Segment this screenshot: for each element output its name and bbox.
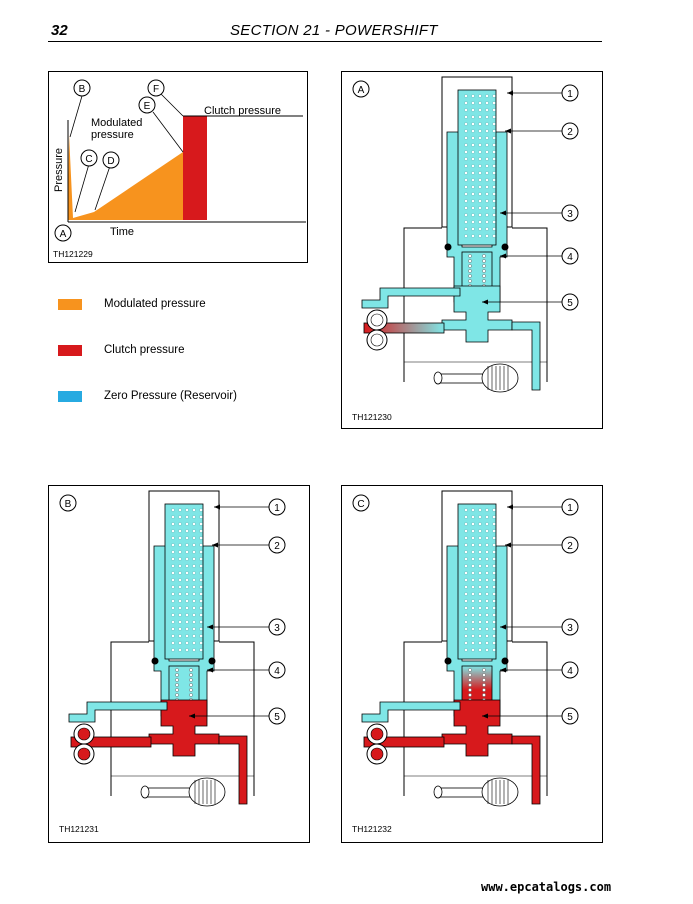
legend-swatch: [58, 298, 82, 310]
modulated-area: [68, 134, 183, 220]
callout-4: 4: [500, 247, 579, 265]
figure-id: TH121231: [59, 824, 99, 834]
svg-text:2: 2: [567, 127, 573, 138]
diagram-letter: A: [352, 80, 370, 98]
pressure-chart-panel: B C D E F A Modulated pressure Clutch pr…: [48, 71, 308, 263]
callout-2: 2: [505, 122, 579, 140]
callout-5: 5: [189, 707, 286, 725]
clutch-bar: [183, 116, 207, 220]
legend-item-reservoir: Zero Pressure (Reservoir): [58, 388, 237, 404]
y-axis-label: Pressure: [53, 148, 65, 192]
svg-text:5: 5: [567, 298, 573, 309]
modulated-label-line2: pressure: [91, 129, 134, 141]
callout-3: 3: [500, 618, 579, 636]
point-D: D: [102, 151, 120, 169]
svg-text:4: 4: [274, 666, 280, 677]
svg-text:C: C: [85, 154, 92, 165]
callout-3: 3: [207, 618, 286, 636]
svg-text:4: 4: [567, 252, 573, 263]
callout-1: 1: [507, 84, 579, 102]
callout-5: 5: [482, 707, 579, 725]
svg-text:1: 1: [567, 503, 573, 514]
diagram-letter: C: [352, 494, 370, 512]
legend-label: Modulated pressure: [104, 298, 206, 310]
section-title: SECTION 21 - POWERSHIFT: [230, 22, 438, 39]
legend-swatch: [58, 390, 82, 402]
point-F: F: [147, 79, 165, 97]
clutch-pressure-label: Clutch pressure: [204, 105, 281, 117]
svg-text:3: 3: [567, 623, 573, 634]
diagram-letter: B: [59, 494, 77, 512]
point-A: A: [54, 224, 72, 242]
callout-2: 2: [505, 536, 579, 554]
svg-text:5: 5: [567, 712, 573, 723]
callout-4: 4: [500, 661, 579, 679]
callout-1: 1: [214, 498, 286, 516]
svg-text:2: 2: [567, 541, 573, 552]
point-C: C: [80, 149, 98, 167]
modulated-label-line1: Modulated: [91, 117, 142, 129]
svg-text:1: 1: [274, 503, 280, 514]
svg-text:B: B: [79, 84, 86, 95]
svg-text:B: B: [65, 499, 72, 510]
legend-label: Zero Pressure (Reservoir): [104, 390, 237, 402]
svg-text:E: E: [144, 101, 151, 112]
x-axis-label: Time: [110, 226, 134, 238]
callout-3: 3: [500, 204, 579, 222]
svg-text:F: F: [153, 84, 159, 95]
svg-text:5: 5: [274, 712, 280, 723]
svg-text:A: A: [60, 229, 67, 240]
svg-text:2: 2: [274, 541, 280, 552]
callout-5: 5: [482, 293, 579, 311]
point-B: B: [73, 79, 91, 97]
figure-id: TH121229: [53, 249, 93, 259]
callout-2: 2: [212, 536, 286, 554]
page-number: 32: [51, 22, 68, 39]
svg-text:3: 3: [274, 623, 280, 634]
header-rule: [48, 41, 602, 42]
figure-id: TH121232: [352, 824, 392, 834]
svg-text:C: C: [357, 499, 364, 510]
svg-text:D: D: [107, 156, 114, 167]
footer-url: www.epcatalogs.com: [481, 880, 612, 894]
pressure-chart: B C D E F A Modulated pressure Clutch pr…: [53, 79, 306, 259]
legend-item-clutch: Clutch pressure: [58, 342, 185, 358]
svg-text:1: 1: [567, 89, 573, 100]
figure-id: TH121230: [352, 412, 392, 422]
svg-text:A: A: [358, 85, 365, 96]
svg-text:3: 3: [567, 209, 573, 220]
legend-swatch: [58, 344, 82, 356]
callout-4: 4: [207, 661, 286, 679]
legend-label: Clutch pressure: [104, 344, 185, 356]
point-E: E: [138, 96, 156, 114]
svg-text:4: 4: [567, 666, 573, 677]
legend-item-modulated: Modulated pressure: [58, 296, 206, 312]
callout-1: 1: [507, 498, 579, 516]
